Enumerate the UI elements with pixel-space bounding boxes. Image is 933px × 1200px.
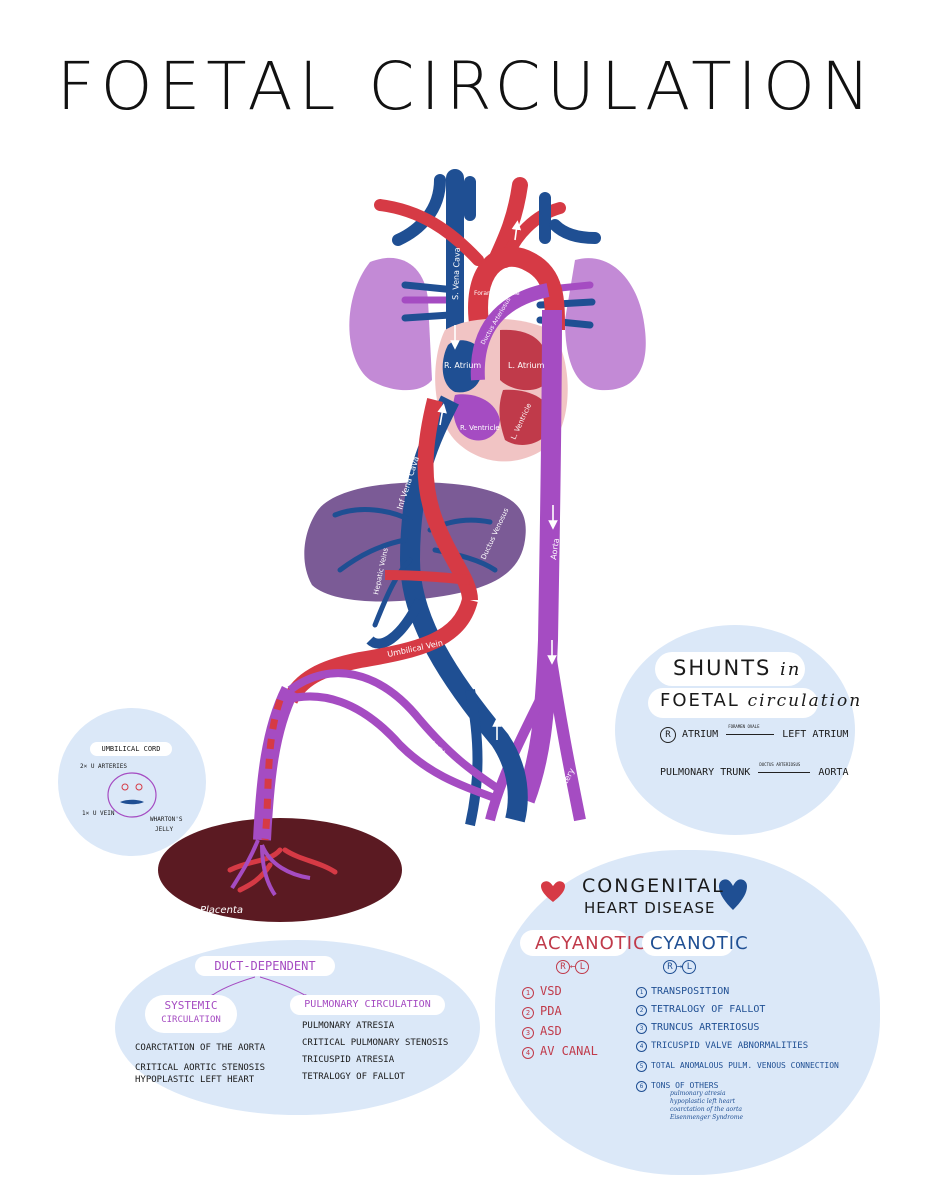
label-foramen: Foramen Ovale bbox=[474, 290, 520, 297]
systemic-pill: SYSTEMIC CIRCULATION bbox=[145, 995, 237, 1033]
shunt-row1-to: LEFT ATRIUM bbox=[782, 729, 848, 740]
shunts-title-word: SHUNTS bbox=[673, 656, 771, 680]
shunts-title-circulation: circulation bbox=[748, 691, 863, 711]
shunt-row2-from: PULMONARY TRUNK bbox=[660, 767, 750, 778]
systemic-label-2: CIRCULATION bbox=[145, 1013, 237, 1028]
pulmonary-item-1: PULMONARY ATRESIA bbox=[302, 1018, 448, 1035]
cord-jelly-label-1: WHARTON'S bbox=[150, 816, 183, 823]
shunt-row2-via: DUCTUS ARTERIOSUS bbox=[759, 762, 800, 767]
others-item-4: Eisenmenger Syndrome bbox=[670, 1114, 743, 1122]
shunt-row-1: R ATRIUM FORAMEN OVALE LEFT ATRIUM bbox=[660, 727, 848, 743]
acy-to: L bbox=[575, 960, 589, 974]
cyanotic-shunt: R→L bbox=[663, 960, 696, 974]
label-placenta: Placenta bbox=[200, 905, 243, 916]
shunts-title-2: FOETAL circulation bbox=[660, 690, 862, 711]
pulmonary-pill: PULMONARY CIRCULATION bbox=[290, 995, 445, 1015]
others-item-2: hypoplastic left heart bbox=[670, 1098, 743, 1106]
label-svc: S. Vena Cava bbox=[451, 247, 462, 300]
label-r-atrium: R. Atrium bbox=[444, 361, 481, 370]
shunts-title-in: in bbox=[780, 659, 801, 680]
shunts-title-foetal: FOETAL bbox=[660, 690, 740, 711]
others-item-1: pulmonary atresia bbox=[670, 1090, 743, 1098]
pulmonary-item-4: TETRALOGY OF FALLOT bbox=[302, 1069, 448, 1086]
pulmonary-item-3: TRICUSPID ATRESIA bbox=[302, 1052, 448, 1069]
shunt-row1-via: FORAMEN OVALE bbox=[728, 724, 759, 729]
acyanotic-shunt: R←L bbox=[556, 960, 589, 974]
others-item-3: coarctation of the aorta bbox=[670, 1106, 743, 1114]
red-heart-icon bbox=[540, 880, 566, 904]
cya-from: R bbox=[663, 960, 677, 974]
shunt-r-circle: R bbox=[660, 727, 676, 743]
duct-title: DUCT-DEPENDENT bbox=[195, 956, 335, 976]
shunt-row2-to: AORTA bbox=[818, 767, 848, 778]
systemic-item-1: COARCTATION OF THE AORTA bbox=[135, 1042, 265, 1054]
acyanotic-label: ACYANOTIC bbox=[535, 933, 647, 954]
label-l-atrium: L. Atrium bbox=[508, 361, 545, 370]
chd-title-2: HEART DISEASE bbox=[584, 899, 716, 917]
others-list: pulmonary atresia hypoplastic left heart… bbox=[670, 1090, 743, 1122]
systemic-list: COARCTATION OF THE AORTA CRITICAL AORTIC… bbox=[135, 1042, 265, 1086]
pulmonary-list: PULMONARY ATRESIA CRITICAL PULMONARY STE… bbox=[302, 1018, 448, 1086]
shunt-row-2: PULMONARY TRUNK DUCTUS ARTERIOSUS AORTA bbox=[660, 767, 848, 778]
chd-title-1: CONGENITAL bbox=[582, 875, 725, 897]
systemic-label-1: SYSTEMIC bbox=[145, 998, 237, 1013]
shunts-title-1: SHUNTS in bbox=[673, 656, 801, 680]
cord-vein-label: 1× U VEIN bbox=[82, 810, 115, 817]
umbilical-cord-title: UMBILICAL CORD bbox=[90, 742, 172, 756]
cord-arteries-label: 2× U ARTERIES bbox=[80, 763, 127, 770]
systemic-item-3: HYPOPLASTIC LEFT HEART bbox=[135, 1074, 265, 1086]
acy-from: R bbox=[556, 960, 570, 974]
placenta bbox=[158, 818, 402, 922]
cord-jelly-label-2: JELLY bbox=[155, 826, 173, 833]
systemic-item-2: CRITICAL AORTIC STENOSIS bbox=[135, 1062, 265, 1074]
right-lung bbox=[349, 258, 432, 390]
label-r-ventricle: R. Ventricle bbox=[460, 424, 500, 432]
cya-to: L bbox=[682, 960, 696, 974]
shunt-row1-from: ATRIUM bbox=[682, 729, 718, 740]
pulmonary-item-2: CRITICAL PULMONARY STENOSIS bbox=[302, 1035, 448, 1052]
cyanotic-label: CYANOTIC bbox=[650, 933, 749, 954]
